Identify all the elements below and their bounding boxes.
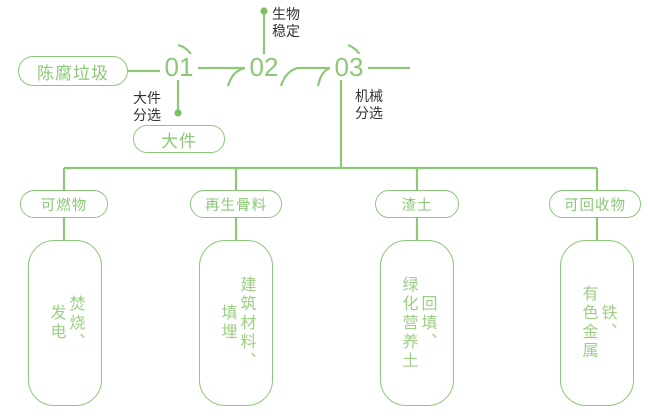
- use-text-1-a: 建筑材料、: [237, 275, 255, 371]
- use-box-2[interactable]: 回填、 绿化营养土: [380, 240, 454, 406]
- step-01-text: 01: [164, 52, 194, 82]
- annotation-03-line2: 分选: [355, 104, 383, 121]
- category-pill-0[interactable]: 可燃物: [20, 190, 108, 218]
- use-text-0-a: 焚烧、: [66, 294, 84, 352]
- use-box-0[interactable]: 焚烧、 发电: [28, 240, 102, 406]
- use-text-3-b: 有色金属: [579, 285, 597, 361]
- wire-source-to-01: [128, 63, 165, 73]
- use-text-2-b: 绿化营养土: [399, 275, 417, 371]
- annotation-01-line1: 大件: [133, 90, 161, 106]
- node-source[interactable]: 陈腐垃圾: [18, 56, 128, 86]
- step-02-text: 02: [249, 52, 279, 82]
- category-label-3: 可回收物: [564, 197, 626, 214]
- annotation-step-01: 大件 分选: [133, 90, 161, 123]
- dot-bio-endpoint: [260, 7, 268, 15]
- use-text-0-b: 发电: [47, 304, 65, 342]
- annotation-step-03: 机械 分选: [355, 88, 383, 121]
- annotation-step-02: 生物 稳定: [272, 6, 300, 39]
- bracket-02-right: [279, 66, 298, 87]
- node-source-label: 陈腐垃圾: [37, 63, 109, 83]
- annotation-03-line1: 机械: [355, 88, 383, 104]
- annotation-02-line2: 稳定: [272, 22, 300, 39]
- use-text-3-a: 铁、: [598, 304, 616, 342]
- annotation-01-line2: 分选: [133, 106, 161, 123]
- step-03-text: 03: [334, 52, 364, 82]
- annotation-02-line1: 生物: [272, 6, 300, 22]
- category-pill-2[interactable]: 渣土: [375, 190, 459, 218]
- bracket-02-left: [226, 66, 246, 87]
- category-pill-3[interactable]: 可回收物: [549, 190, 641, 218]
- use-text-1-b: 填埋: [218, 304, 236, 342]
- step-number-03: 03: [330, 54, 368, 80]
- dot-bulky-endpoint: [174, 109, 182, 117]
- use-box-3[interactable]: 铁、 有色金属: [560, 240, 634, 406]
- category-pill-1[interactable]: 再生骨料: [190, 190, 282, 218]
- node-bulky-label: 大件: [161, 131, 197, 151]
- bracket-03-left: [316, 66, 331, 87]
- category-label-1: 再生骨料: [205, 197, 267, 214]
- category-label-2: 渣土: [401, 197, 433, 214]
- use-text-2-a: 回填、: [418, 294, 436, 352]
- step-number-02: 02: [245, 54, 283, 80]
- node-bulky[interactable]: 大件: [133, 125, 225, 153]
- use-box-1[interactable]: 建筑材料、 填埋: [199, 240, 273, 406]
- category-label-0: 可燃物: [40, 197, 88, 214]
- step-number-01: 01: [160, 54, 198, 80]
